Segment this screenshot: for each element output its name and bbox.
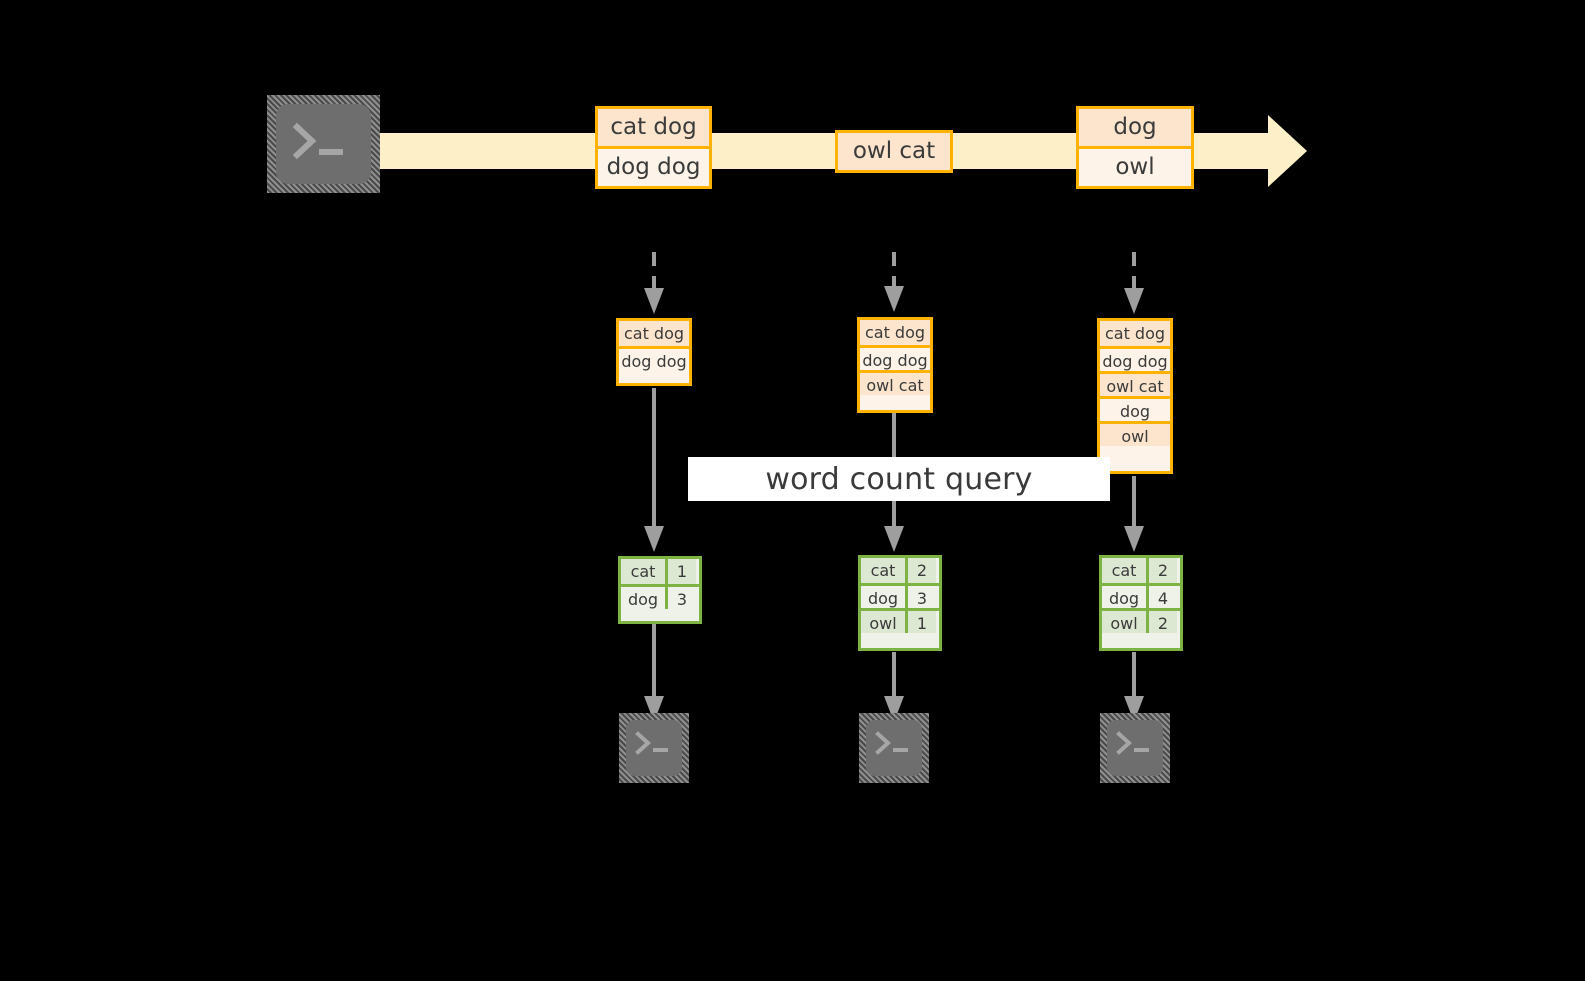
prompt-glyph-icon <box>292 122 343 160</box>
query-label-band: word count query <box>688 457 1110 501</box>
result-table-row: cat 1 <box>621 559 699 584</box>
icon-body <box>276 104 371 184</box>
result-count: 2 <box>1149 558 1177 583</box>
result-table-row: dog 3 <box>621 584 699 609</box>
result-table-column-3[interactable]: cat 2 dog 4 owl 2 <box>1099 555 1183 651</box>
input-table-row: owl <box>1100 421 1170 446</box>
result-word: dog <box>1102 586 1149 608</box>
input-table-row: owl cat <box>1100 371 1170 396</box>
sink-terminal-icon-column-2 <box>859 713 929 783</box>
stream-event-line: dog <box>1079 109 1191 146</box>
stream-event-box-1[interactable]: cat dog dog dog <box>595 106 712 189</box>
result-word: dog <box>861 586 908 608</box>
prompt-glyph-icon <box>1116 731 1149 755</box>
input-table-row: cat dog <box>860 320 930 345</box>
result-table-column-1[interactable]: cat 1 dog 3 <box>618 556 702 624</box>
dashed-arrow-heads <box>644 286 1144 314</box>
result-table-column-2[interactable]: cat 2 dog 3 owl 1 <box>858 555 942 651</box>
result-word: cat <box>1102 558 1149 583</box>
dashed-flow-arrows <box>652 252 1136 292</box>
input-table-row: dog <box>1100 396 1170 421</box>
result-table-row: dog 3 <box>861 583 939 608</box>
input-table-row: dog dog <box>860 345 930 370</box>
input-table-column-1[interactable]: cat dog dog dog <box>616 318 692 386</box>
result-count: 3 <box>676 590 688 609</box>
stream-event-line: owl <box>1079 146 1191 183</box>
prompt-glyph-icon <box>635 731 668 755</box>
result-table-row: owl 1 <box>861 608 939 633</box>
stream-event-line: cat dog <box>598 109 709 146</box>
result-count: 2 <box>1149 611 1177 633</box>
input-table-column-3[interactable]: cat dog dog dog owl cat dog owl <box>1097 318 1173 474</box>
result-count: 1 <box>908 611 936 633</box>
result-word: cat <box>861 558 908 583</box>
result-word: owl <box>1102 611 1149 633</box>
sink-terminal-icon-column-3 <box>1100 713 1170 783</box>
stream-event-line: owl cat <box>838 133 950 170</box>
result-table-row: owl 2 <box>1102 608 1180 633</box>
sink-flow-arrow-heads <box>644 696 1144 722</box>
input-table-column-2[interactable]: cat dog dog dog owl cat <box>857 317 933 413</box>
result-count: 1 <box>668 559 696 584</box>
query-flow-arrow-heads <box>644 526 1144 552</box>
result-count: 3 <box>916 589 928 608</box>
stream-event-box-2[interactable]: owl cat <box>835 130 953 173</box>
source-terminal-icon <box>267 95 380 193</box>
prompt-glyph-icon <box>875 731 908 755</box>
result-word: owl <box>861 611 908 633</box>
result-word: cat <box>621 559 668 584</box>
input-table-row: cat dog <box>1100 321 1170 346</box>
sink-terminal-icon-column-1 <box>619 713 689 783</box>
query-label-text: word count query <box>765 461 1033 497</box>
result-table-row: cat 2 <box>1102 558 1180 583</box>
result-count: 4 <box>1157 589 1169 608</box>
input-table-row: dog dog <box>1100 346 1170 371</box>
stream-event-line: dog dog <box>598 146 709 183</box>
input-table-row: dog dog <box>619 346 689 371</box>
sink-flow-arrows <box>652 622 1136 698</box>
input-table-row: owl cat <box>860 370 930 395</box>
input-table-row: cat dog <box>619 321 689 346</box>
result-table-row: dog 4 <box>1102 583 1180 608</box>
result-table-row: cat 2 <box>861 558 939 583</box>
stream-event-box-3[interactable]: dog owl <box>1076 106 1194 189</box>
result-word: dog <box>621 587 668 609</box>
result-count: 2 <box>908 558 936 583</box>
